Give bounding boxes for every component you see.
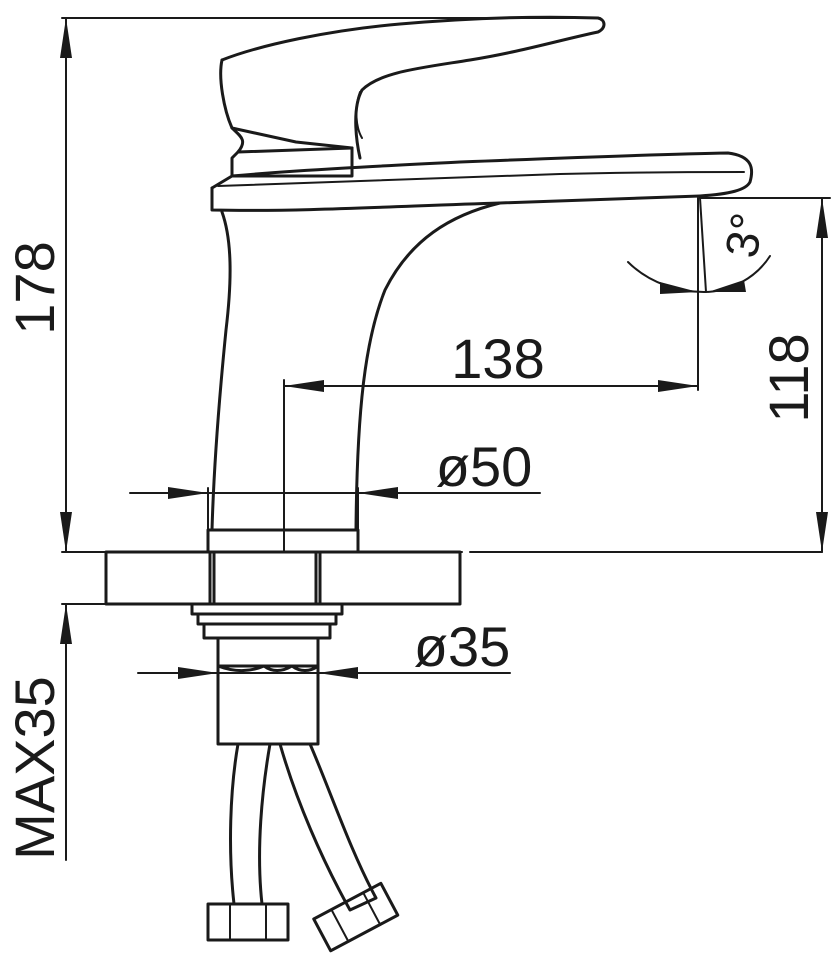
reach-arrow-left	[284, 380, 324, 392]
hose-right-nut	[312, 881, 400, 953]
shank-diameter-label: ø35	[414, 615, 511, 678]
hoses	[206, 742, 400, 953]
shank-hatched	[216, 664, 320, 746]
spout-height-arrow-bottom	[816, 512, 828, 552]
dimension-labels: 178 MAX35 118 138 ø50 ø35 3°	[3, 209, 820, 860]
total-height-label: 178	[3, 241, 66, 334]
reach-arrow-right	[658, 380, 698, 392]
body-left	[210, 210, 232, 532]
handle-lever	[220, 15, 606, 160]
deck-section	[61, 550, 823, 606]
base-diameter-label: ø50	[436, 435, 533, 498]
spout-height-arrow-top	[816, 198, 828, 238]
hose-right-nut-line-1	[330, 908, 350, 943]
hose-right-nut-line-2	[362, 891, 382, 926]
shank-diameter-arrow-right	[318, 667, 358, 679]
base-diameter-arrow-left	[168, 487, 208, 499]
angle-ray	[699, 197, 707, 293]
max-deck-thickness-label: MAX35	[3, 676, 66, 860]
nut	[216, 636, 320, 672]
handle-recess	[355, 91, 363, 139]
dimension-lines	[60, 17, 831, 861]
max-arrow	[60, 604, 72, 644]
shank-diameter-arrow-left	[178, 667, 218, 679]
angle-arrow-right	[708, 280, 746, 292]
washer-3	[202, 622, 332, 640]
spout-bottom	[210, 186, 702, 212]
spout-top	[210, 151, 754, 198]
spout-reach-label: 138	[451, 327, 544, 390]
hose-left	[229, 742, 272, 906]
total-height-arrow-bottom	[60, 512, 72, 552]
spout-height-label: 118	[757, 333, 820, 422]
hose-right	[278, 742, 378, 912]
deck-mid-hatch	[212, 550, 318, 606]
body-right	[354, 201, 502, 532]
deck-right-hatch	[318, 550, 462, 606]
angle-arrow-left	[660, 282, 698, 294]
spout-angle-label: 3°	[715, 209, 774, 261]
hose-right-nut-group	[312, 881, 400, 953]
angle-arc	[627, 255, 771, 294]
total-height-arrow-top	[60, 18, 72, 58]
spout-inner-line	[217, 171, 745, 187]
deck-left-hatch	[104, 550, 212, 606]
base-diameter-arrow-right	[358, 487, 398, 499]
hose-left-nut	[206, 902, 290, 942]
